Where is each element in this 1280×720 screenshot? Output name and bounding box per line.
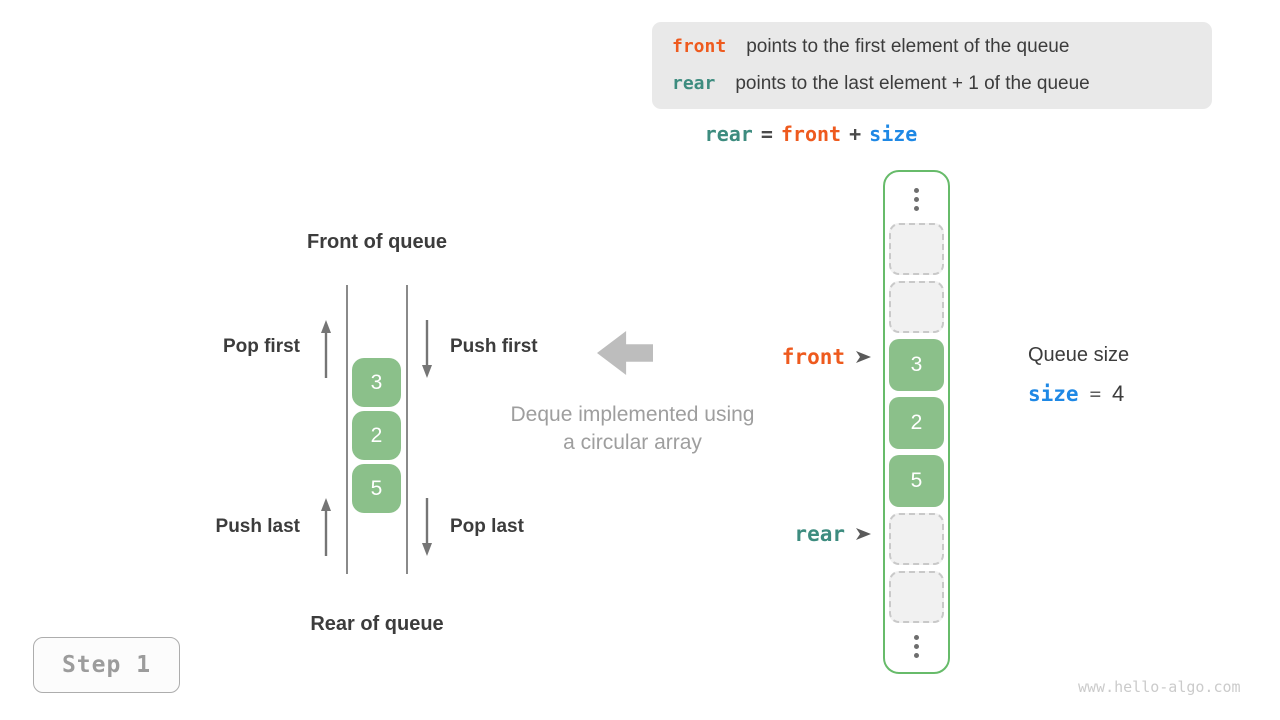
pop-last-label: Pop last bbox=[450, 516, 524, 537]
array-cell-filled: 5 bbox=[889, 455, 944, 507]
caption-line-1: Deque implemented using bbox=[510, 403, 755, 426]
push-last-label: Push last bbox=[215, 516, 300, 537]
formula-front-token: front bbox=[780, 122, 842, 146]
array-cell-empty bbox=[889, 571, 944, 623]
ellipsis-bottom-icon bbox=[914, 635, 919, 658]
front-of-queue-label: Front of queue bbox=[307, 231, 447, 253]
front-pointer-token: front bbox=[781, 345, 845, 369]
queue-right-wall bbox=[406, 285, 408, 574]
pointer-arrow-icon bbox=[856, 351, 871, 363]
front-definition-text: points to the first element of the queue bbox=[746, 36, 1070, 57]
pop-last-down-arrow-icon bbox=[422, 498, 432, 556]
figure-caption: Deque implemented using a circular array bbox=[490, 401, 775, 457]
front-code-token: front bbox=[672, 36, 727, 57]
formula-plus: + bbox=[849, 122, 862, 146]
caption-line-2: a circular array bbox=[563, 431, 702, 454]
ellipsis-top-icon bbox=[914, 188, 919, 211]
pop-first-label: Pop first bbox=[222, 336, 300, 357]
deque-element: 3 bbox=[352, 358, 401, 407]
queue-left-wall bbox=[346, 285, 348, 574]
front-pointer: front bbox=[782, 345, 872, 369]
rear-pointer-token: rear bbox=[794, 522, 845, 546]
pointer-definition-box: front points to the first element of the … bbox=[652, 22, 1212, 109]
rear-definition-text: points to the last element + 1 of the qu… bbox=[735, 73, 1090, 94]
size-equals: = bbox=[1089, 383, 1102, 405]
push-first-label: Push first bbox=[450, 336, 538, 357]
push-first-down-arrow-icon bbox=[422, 320, 432, 378]
size-code-token: size bbox=[1028, 382, 1079, 406]
rear-definition-line: rear points to the last element + 1 of th… bbox=[672, 65, 1212, 102]
formula-equals: = bbox=[760, 122, 773, 146]
watermark: www.hello-algo.com bbox=[1078, 678, 1241, 696]
deque-element-stack: 3 2 5 bbox=[352, 358, 401, 513]
step-badge: Step 1 bbox=[33, 637, 180, 693]
queue-size-label: Queue size bbox=[1028, 344, 1130, 366]
circular-array: 3 2 5 bbox=[883, 170, 950, 674]
array-cell-filled: 2 bbox=[889, 397, 944, 449]
rear-of-queue-label: Rear of queue bbox=[310, 613, 444, 635]
pop-first-up-arrow-icon bbox=[321, 320, 331, 378]
size-value: 4 bbox=[1112, 381, 1125, 406]
array-cell-empty bbox=[889, 223, 944, 275]
array-cell-empty bbox=[889, 513, 944, 565]
pointer-arrow-icon bbox=[856, 528, 871, 540]
deque-element: 5 bbox=[352, 464, 401, 513]
array-cell-filled: 3 bbox=[889, 339, 944, 391]
rear-formula: rear = front + size bbox=[661, 122, 961, 146]
array-cell-empty bbox=[889, 281, 944, 333]
front-definition-line: front points to the first element of the … bbox=[672, 28, 1212, 65]
push-last-up-arrow-icon bbox=[321, 498, 331, 556]
rear-code-token: rear bbox=[672, 73, 716, 94]
formula-size-token: size bbox=[869, 122, 918, 146]
deque-element: 2 bbox=[352, 411, 401, 460]
queue-size-value-line: size = 4 bbox=[1028, 381, 1124, 407]
left-block-arrow-icon bbox=[597, 331, 653, 375]
formula-rear-token: rear bbox=[704, 122, 753, 146]
rear-pointer: rear bbox=[794, 522, 872, 546]
